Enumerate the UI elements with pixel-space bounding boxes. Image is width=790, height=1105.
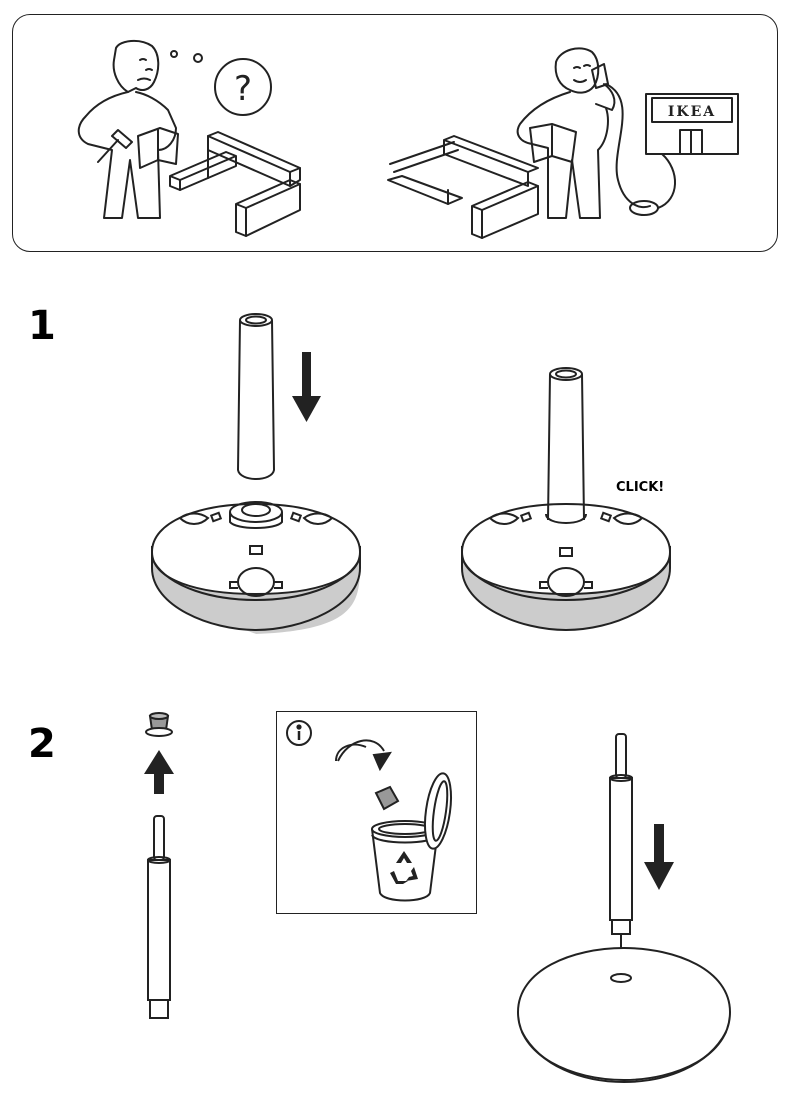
click-callout: CLICK! — [616, 480, 665, 495]
pole-cap-removal-illustration — [144, 712, 174, 1019]
info-icon — [286, 720, 312, 746]
recycle-icon — [390, 851, 418, 884]
step-2-number: 2 — [28, 721, 56, 767]
pole-into-base-illustration — [516, 733, 732, 1084]
store-logo: IKEA — [668, 104, 716, 120]
arrow-up-icon — [144, 750, 174, 794]
arrow-down-icon — [292, 352, 321, 422]
help-panel — [12, 14, 778, 252]
recycling-info-illustration — [286, 720, 453, 902]
phone-support-illustration: IKEA — [387, 47, 739, 239]
arrow-down-icon — [644, 824, 674, 890]
confused-person-illustration: ? — [77, 40, 301, 237]
question-mark-icon: ? — [234, 69, 252, 109]
step-1-number: 1 — [28, 303, 56, 349]
step-1-after-illustration — [460, 367, 672, 632]
step-1-before-illustration — [150, 313, 362, 634]
